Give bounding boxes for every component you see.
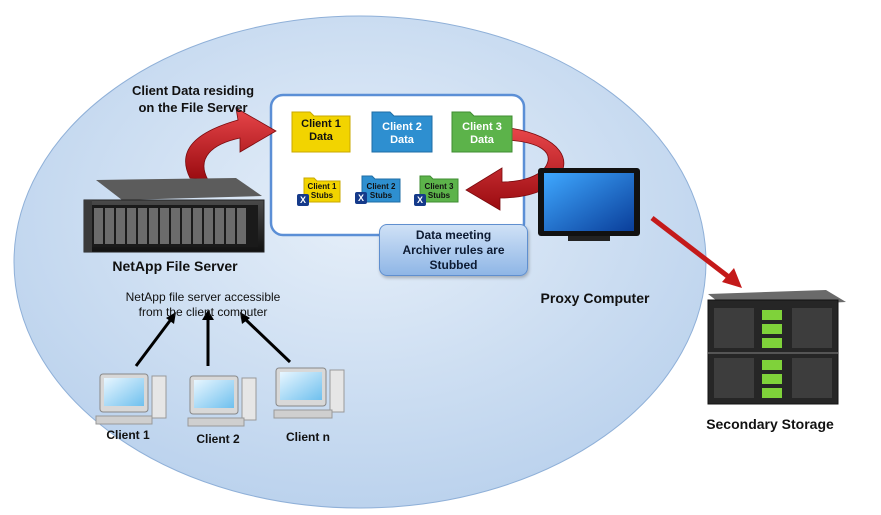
callout-line2: Archiver rules are: [402, 243, 505, 257]
stub-x-mark-3: X: [416, 195, 423, 205]
curved-arrow-to-file-server: [185, 107, 277, 181]
file-server-label: NetApp File Server: [112, 258, 238, 274]
netapp-server-icon: [83, 178, 265, 253]
callout-line1: Data meeting: [415, 228, 492, 242]
stub-label-client-3-line2: Stubs: [427, 191, 451, 200]
secondary-storage-icon: [707, 290, 846, 405]
client-1-label: Client 1: [106, 428, 150, 442]
client-n-computer-icon: [273, 367, 345, 419]
client-access-arrowheads: [166, 310, 250, 324]
folder-label-client-3-line2: Data: [470, 134, 494, 146]
client-1-computer-icon: [95, 373, 167, 425]
stub-label-client-1-line1: Client 1: [307, 182, 337, 191]
folder-icon-client-1: [291, 111, 351, 153]
stub-label-client-2-line2: Stubs: [369, 191, 393, 200]
accessible-label: NetApp file server accessible from the c…: [118, 290, 288, 320]
callout-line3: Stubbed: [429, 258, 478, 272]
client-2-label: Client 2: [196, 432, 240, 446]
stub-x-mark-2: X: [357, 193, 364, 203]
folder-icon-client-2: [371, 111, 433, 153]
proxy-computer-label: Proxy Computer: [540, 290, 650, 306]
folder-label-client-1-line1: Client 1: [301, 118, 341, 130]
stub-label-client-1: Client 1 Stubs: [304, 182, 340, 200]
client-access-lines: [134, 316, 292, 367]
folder-icon-client-3: [451, 111, 513, 153]
stub-label-client-1-line2: Stubs: [310, 191, 334, 200]
archive-arrow-to-secondary-storage: [650, 216, 742, 288]
stub-x-mark-1: X: [299, 195, 306, 205]
stub-label-client-3-line1: Client 3: [424, 182, 454, 191]
folder-label-client-2-line1: Client 2: [382, 121, 422, 133]
folder-label-client-1-line2: Data: [309, 131, 333, 143]
accessible-label-line1: NetApp file server accessible: [125, 290, 281, 304]
client-data-label: Client Data residing on the File Server: [118, 82, 268, 116]
stub-label-client-2: Client 2 Stubs: [362, 182, 400, 200]
secondary-storage-label: Secondary Storage: [706, 416, 834, 432]
folder-label-client-2-line2: Data: [390, 134, 414, 146]
stub-label-client-3: Client 3 Stubs: [420, 182, 458, 200]
folder-label-client-3: Client 3 Data: [452, 121, 512, 147]
client-data-label-line1: Client Data residing: [131, 83, 255, 98]
folder-label-client-2: Client 2 Data: [372, 121, 432, 147]
client-data-label-line2: on the File Server: [138, 100, 248, 115]
folder-label-client-1: Client 1 Data: [292, 118, 350, 144]
client-n-label: Client n: [286, 430, 330, 444]
client-2-computer-icon: [187, 375, 257, 427]
proxy-monitor-icon: [538, 168, 640, 241]
stub-x-badges: [297, 192, 426, 206]
stubbed-callout: Data meeting Archiver rules are Stubbed: [379, 224, 528, 276]
folder-label-client-3-line1: Client 3: [462, 121, 502, 133]
stub-label-client-2-line1: Client 2: [366, 182, 396, 191]
accessible-label-line2: from the client computer: [138, 305, 268, 319]
